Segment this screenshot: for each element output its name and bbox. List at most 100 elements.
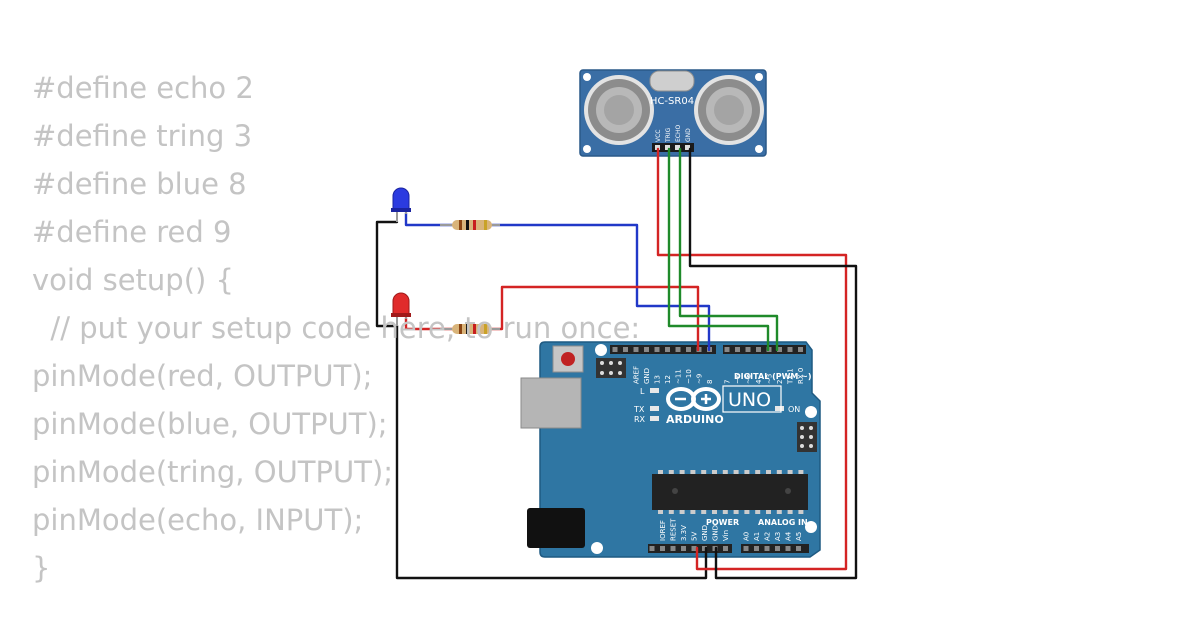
analog-pin-label: A0 [743,532,751,541]
led-on [775,406,784,411]
power-header-label: POWER [706,518,739,527]
digital-pin-label: 2 [776,380,784,384]
power-pin-label: GND [712,525,720,541]
uno-badge [722,385,782,413]
led-blue[interactable] [391,187,411,222]
digital-pin-label: ~11 [675,369,683,384]
digital-pin-label: ~5 [745,374,753,384]
pin-hole [649,546,655,551]
pin-hole [796,546,801,551]
power-pin-label: RESET [670,518,678,541]
wire-vcc-to-5v [656,147,848,571]
pin-hole [777,347,782,352]
digital-pin-label: 7 [724,380,732,384]
sensor-pin-label: GND [685,128,692,142]
digital-pin-label: ~6 [734,373,742,384]
power-jack [527,508,585,548]
wire-blue-led [404,211,454,227]
analog-header-label: ANALOG IN [758,518,808,527]
led-on-label: ON [788,405,800,414]
pin-hole [623,347,628,352]
analog-pin-label: A4 [785,531,793,541]
pin-hole [660,546,665,551]
resistor-red[interactable] [440,324,500,334]
wire-blue-to-pin8 [490,223,711,352]
crystal-oscillator [649,70,695,92]
led-tx [650,406,659,411]
digital-pin-label: GND [643,368,651,384]
pin-hole [785,546,791,551]
pin-hole [764,546,770,551]
pin-hole [675,347,681,352]
icsp-header-top [596,358,626,378]
wire-trig-to-pin3 [667,147,770,352]
pin-hole [654,347,660,352]
pin-hole [743,546,749,551]
led-red[interactable] [391,292,411,326]
led-blue-body [392,187,410,211]
analog-pin-label: A1 [753,532,761,541]
resistor-blue[interactable] [440,220,500,230]
arduino-logo-icon [666,387,721,411]
sensor-model-label: HC-SR04 [650,96,694,107]
board-model-label: UNO [728,389,771,411]
transducer-right [694,75,764,145]
led-tx-label: TX [633,405,645,414]
pin-hole [670,546,676,551]
pin-hole [723,546,728,551]
mount-hole [583,73,591,81]
pin-hole [665,347,670,352]
power-pin-label: 3.3V [680,525,688,541]
pin-hole [756,347,761,352]
pin-hole [798,347,803,352]
digital-pin-label: RX 0 [797,368,805,384]
pin-hole [724,347,730,352]
pin-hole [633,347,639,352]
led-l-label: L [640,387,645,396]
transducer-left [584,75,654,145]
led-l [650,388,659,393]
power-pin-header [648,544,732,553]
power-pin-label: Vin [722,530,730,541]
pin-hole [612,347,618,352]
led-rx [650,416,659,421]
sensor-pin-label: ECHO [675,125,682,142]
digital-pin-label: TX 1 [787,368,795,385]
mount-hole [805,406,817,418]
mount-hole [591,542,603,554]
board-brand-label: ARDUINO [666,413,724,426]
digital-pin-label: 13 [654,375,662,384]
ultrasonic-sensor[interactable]: HC-SR04 VCC TRIG ECHO GND [579,69,767,157]
led-rx-label: RX [634,415,646,424]
analog-pin-label: A5 [795,532,803,541]
pin-hole [745,347,751,352]
digital-pin-label: 12 [664,375,672,384]
digital-pin-label: AREF [633,366,641,384]
digital-pin-label: ~10 [685,369,693,384]
bottom-pin-holes [649,546,801,551]
digital-header-label: DIGITAL (PWM ~) [734,372,812,381]
wire-led-ground [375,220,399,328]
led-blue-rim [391,208,411,212]
sensor-pin-header [652,143,694,152]
mount-hole [595,344,607,356]
pin-hole [754,546,759,551]
analog-pin-label: A3 [774,532,782,541]
icsp-header-right [797,422,817,452]
wire-echo-to-pin2 [678,147,779,352]
power-pin-label: GND [701,525,709,541]
mount-hole [805,521,817,533]
sensor-pin-label: VCC [655,130,662,142]
pin-hole [787,347,793,352]
mount-hole [755,73,763,81]
pin-hole [681,546,686,551]
wire-red-led [404,316,454,331]
power-pin-label: 5V [691,532,699,541]
reset-button-cap [561,352,575,366]
led-red-body [392,292,410,316]
pin-hole [702,546,707,551]
